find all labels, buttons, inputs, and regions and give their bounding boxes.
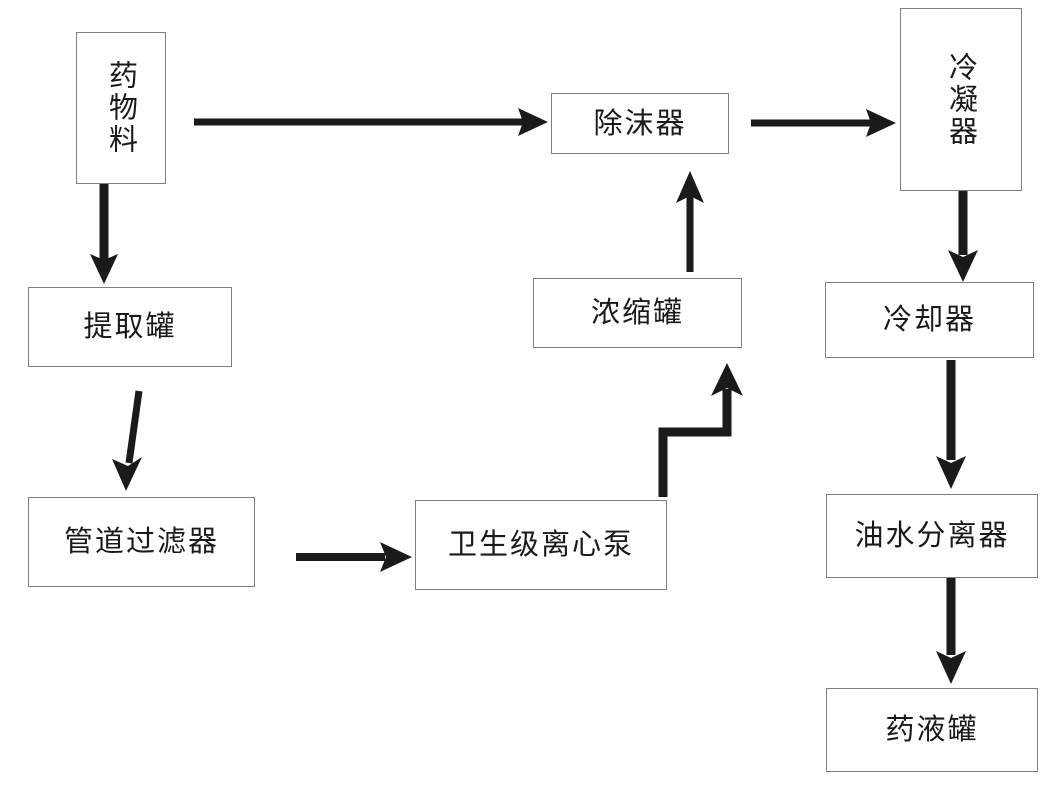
edge-concentration-tank-to-demister — [676, 171, 704, 272]
node-raw-material[interactable]: 药物料 — [76, 32, 166, 184]
node-oil-water-separator[interactable]: 油水分离器 — [826, 494, 1038, 578]
node-extraction-tank-label: 提取罐 — [83, 309, 177, 344]
node-centrifugal-pump[interactable]: 卫生级离心泵 — [415, 500, 667, 590]
node-centrifugal-pump-label: 卫生级离心泵 — [447, 527, 634, 562]
node-oil-water-separator-label: 油水分离器 — [854, 518, 1010, 553]
node-pipeline-filter-label: 管道过滤器 — [63, 524, 219, 559]
node-raw-material-label: 药物料 — [104, 60, 139, 156]
edge-oil-water-separator-to-liquid-tank — [936, 578, 966, 684]
node-cooler-label: 冷却器 — [882, 302, 976, 337]
node-condenser[interactable]: 冷凝器 — [900, 8, 1022, 191]
edge-pipeline-filter-to-centrifugal-pump — [296, 542, 412, 572]
edge-extraction-tank-to-pipeline-filter — [112, 390, 143, 491]
node-liquid-tank-label: 药液罐 — [885, 712, 979, 747]
node-concentration-tank[interactable]: 浓缩罐 — [533, 278, 742, 348]
node-demister[interactable]: 除沫器 — [551, 93, 729, 154]
edge-demister-to-condenser — [751, 109, 896, 137]
node-extraction-tank[interactable]: 提取罐 — [28, 287, 232, 367]
edge-raw-material-to-demister — [194, 108, 548, 136]
node-liquid-tank[interactable]: 药液罐 — [826, 688, 1038, 772]
node-cooler[interactable]: 冷却器 — [825, 282, 1034, 358]
edge-centrifugal-pump-to-concentration-tank — [658, 363, 743, 497]
edge-raw-material-to-extraction-tank — [90, 184, 118, 284]
node-condenser-label: 冷凝器 — [944, 51, 979, 148]
node-demister-label: 除沫器 — [593, 105, 687, 140]
node-pipeline-filter[interactable]: 管道过滤器 — [28, 497, 255, 587]
node-concentration-tank-label: 浓缩罐 — [590, 295, 684, 330]
edge-cooler-to-oil-water-separator — [936, 360, 966, 489]
edge-condenser-to-cooler — [948, 191, 978, 282]
